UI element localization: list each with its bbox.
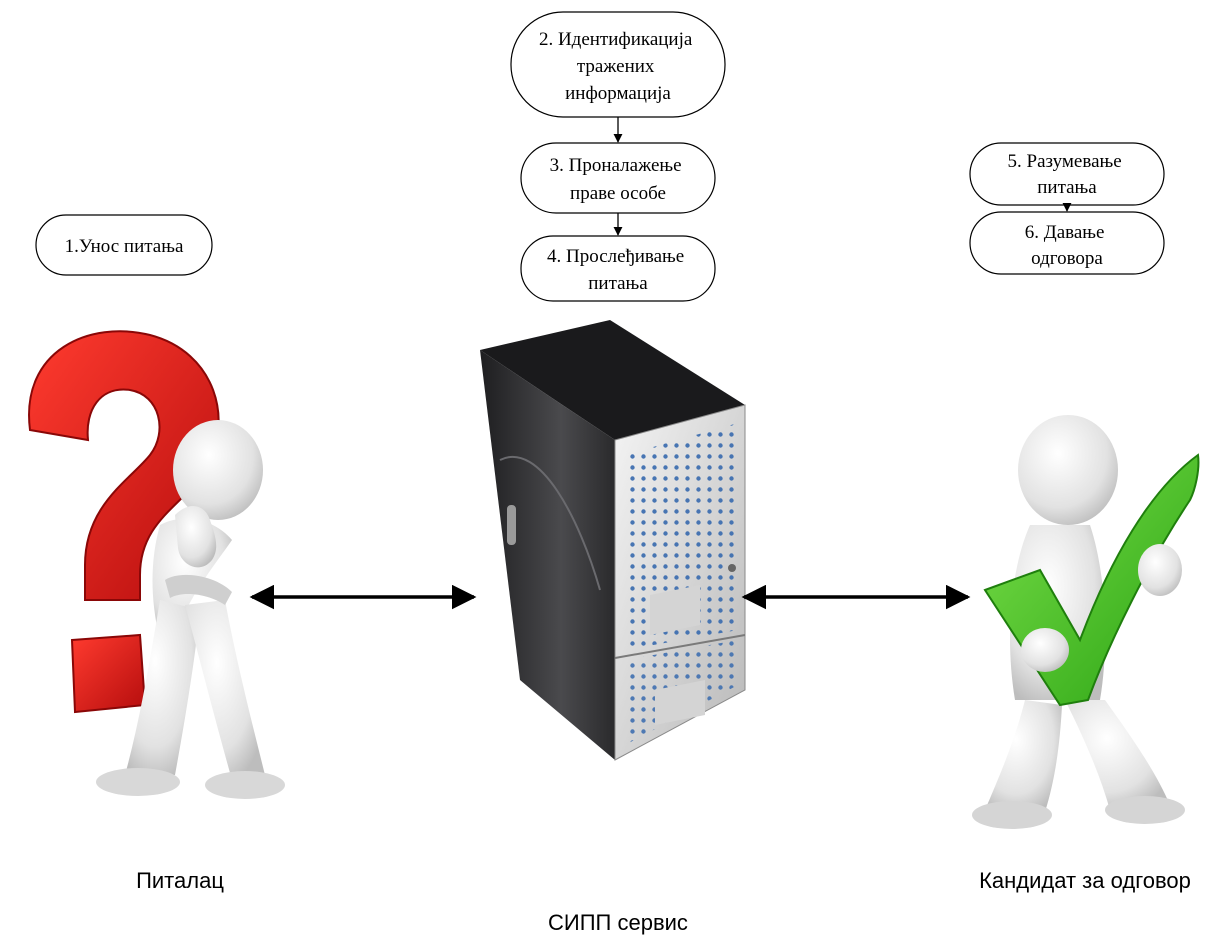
service-caption: СИПП сервис bbox=[548, 910, 688, 935]
step-6-line-2: одговора bbox=[1031, 248, 1103, 269]
svg-text:5. Разумевање питања: 5. Разумевање питања bbox=[1008, 151, 1127, 198]
svg-text:4. Прослеђивање питања: 4. Прослеђивање питања bbox=[547, 246, 689, 294]
step-6-node: 6. Давање одговора bbox=[969, 211, 1165, 275]
step-5-line-1: 5. Разумевање bbox=[1008, 151, 1122, 172]
step-5-line-2: питања bbox=[1037, 177, 1097, 198]
asker-caption: Питалац bbox=[136, 868, 224, 893]
svg-text:2. Идентификација тражен: 2. Идентификација тражених информација bbox=[539, 29, 697, 104]
step-2-line-2: тражених bbox=[577, 56, 655, 77]
step-3-line-1: 3. Проналажење bbox=[550, 155, 682, 176]
question-mark-shape bbox=[28, 330, 220, 601]
svg-text:6. Давање одговора: 6. Давање одговора bbox=[1025, 222, 1109, 269]
step-3-node: 3. Проналажење праве особе bbox=[520, 142, 716, 214]
candidate-caption: Кандидат за одговор bbox=[979, 868, 1191, 893]
step-4-line-2: питања bbox=[588, 273, 648, 294]
svg-text:1.Унос питања: 1.Унос питања bbox=[65, 236, 184, 257]
question-mark-dot bbox=[70, 633, 147, 714]
step-4-line-1: 4. Прослеђивање bbox=[547, 246, 684, 267]
step-6-line-1: 6. Давање bbox=[1025, 222, 1105, 243]
step-1-line-1: 1.Унос питања bbox=[65, 236, 184, 257]
step-1-node: 1.Унос питања bbox=[35, 214, 213, 276]
person-holding-checkmark-icon bbox=[972, 415, 1200, 829]
svg-text:3. Проналажење праве осо: 3. Проналажење праве особе bbox=[550, 155, 687, 204]
step-4-node: 4. Прослеђивање питања bbox=[520, 235, 716, 302]
step-2-line-3: информација bbox=[565, 83, 671, 104]
step-5-node: 5. Разумевање питања bbox=[969, 142, 1165, 206]
step-3-line-2: праве особе bbox=[570, 183, 666, 204]
server-tower-icon bbox=[480, 320, 746, 761]
step-2-line-1: 2. Идентификација bbox=[539, 29, 693, 50]
step-2-node: 2. Идентификација тражених информација bbox=[510, 11, 726, 118]
person-thinking-with-question-mark-icon bbox=[28, 330, 285, 799]
